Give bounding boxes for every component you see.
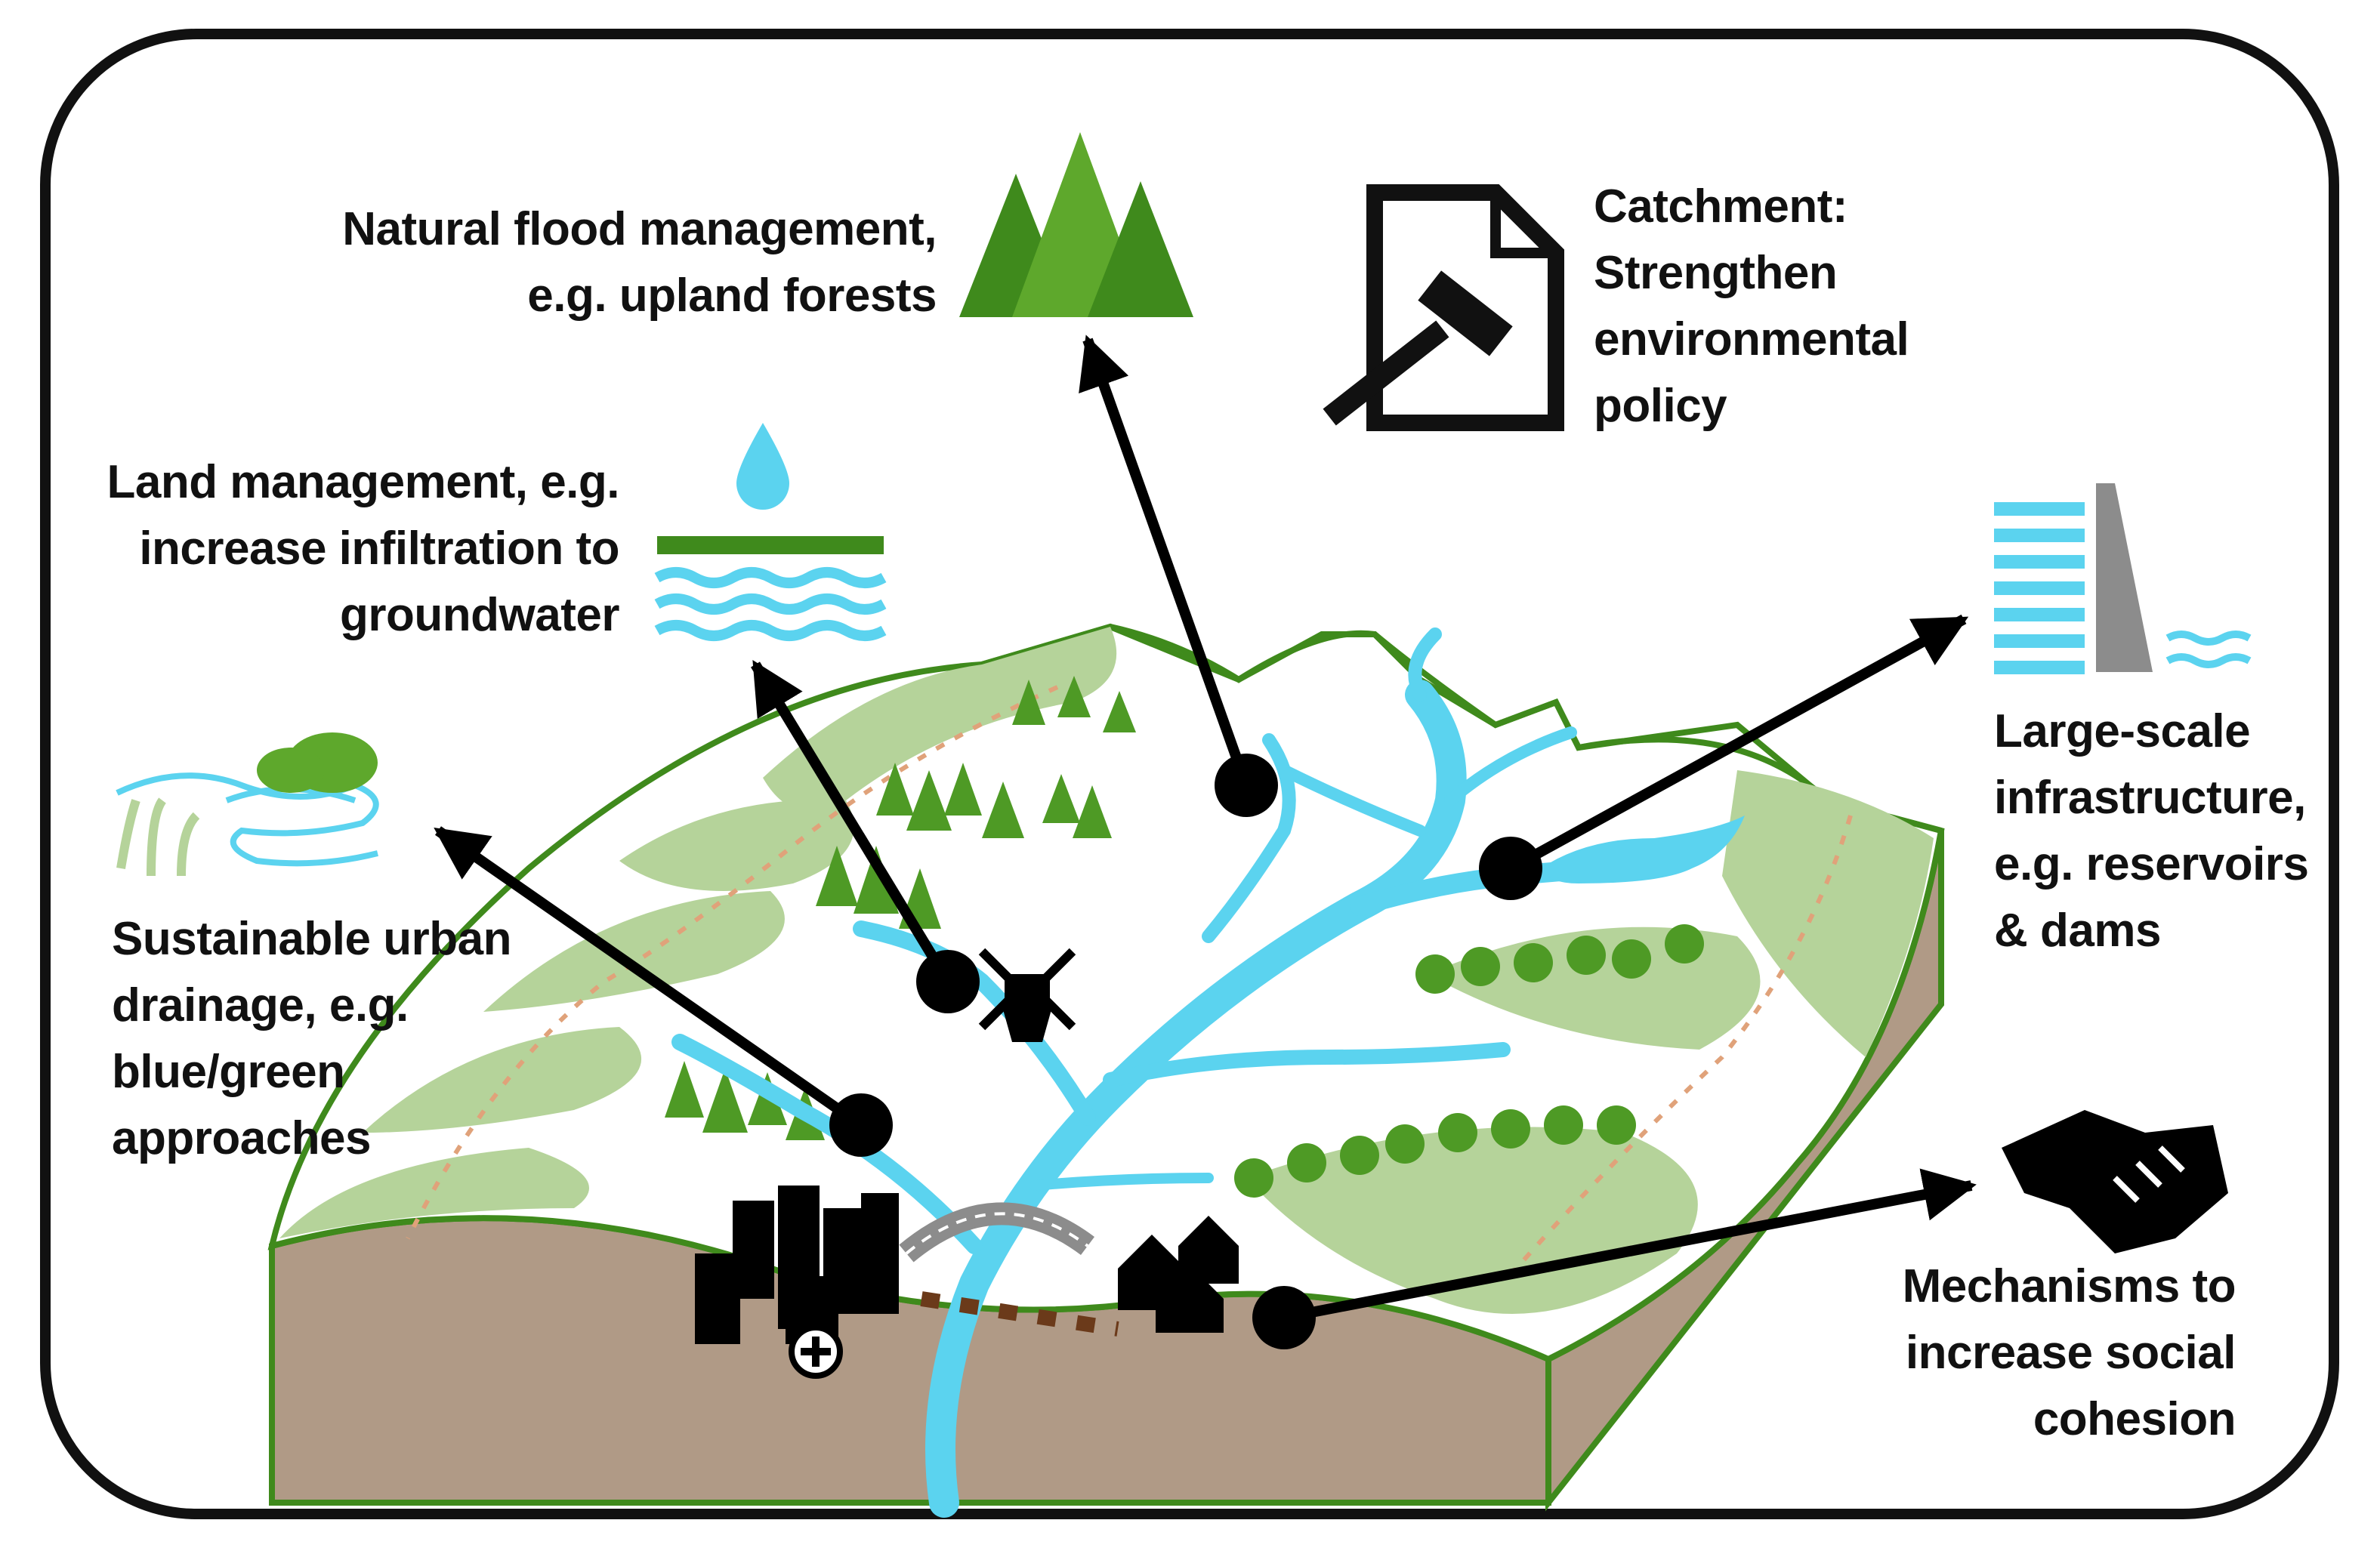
arrow-to-suds <box>434 826 865 1130</box>
arrow-to-dam <box>1508 614 1969 874</box>
catchment-landscape <box>267 623 1945 1518</box>
handshake-icon <box>2002 1110 2228 1253</box>
dot-land-management <box>916 950 980 1013</box>
water-drop-icon <box>736 423 789 510</box>
slope-band-right-1 <box>1722 770 1934 1057</box>
arrow-to-forest <box>1079 335 1252 788</box>
slope-band-upper <box>763 627 1117 812</box>
label-large-scale: Large-scale infrastructure, e.g. reservo… <box>1994 705 2309 957</box>
slope-band-1 <box>619 800 854 891</box>
dot-handshake <box>1252 1286 1316 1349</box>
reservoir-lake <box>1541 816 1745 883</box>
slope-trees <box>665 676 1704 1198</box>
connector-arrows <box>434 335 1977 1323</box>
arrow-to-land-management <box>751 660 952 985</box>
forest-icon <box>959 132 1193 317</box>
footpath-left <box>406 685 1059 1240</box>
dot-dam <box>1479 837 1542 900</box>
river-network <box>671 627 1634 1518</box>
dam-icon <box>2096 483 2252 672</box>
arrow-to-handshake <box>1283 1168 1977 1323</box>
slope-band-4 <box>279 1148 589 1238</box>
infiltration-icon <box>654 536 887 641</box>
dot-forest <box>1215 754 1278 817</box>
slope-band-2 <box>483 891 785 1012</box>
gavel-icon <box>1323 270 1513 426</box>
bridge-icon <box>899 1202 1094 1263</box>
hospital-icon <box>789 1324 843 1379</box>
reservoir-icon <box>1994 502 2085 674</box>
footpath-right <box>1501 815 1853 1285</box>
slope-band-3 <box>363 1027 642 1133</box>
connector-dots <box>829 754 1542 1349</box>
label-catchment-policy: Catchment: Strengthen environmental poli… <box>1594 180 1909 432</box>
windmill-icon <box>978 948 1076 1042</box>
wetland-icon <box>116 732 379 877</box>
label-social-cohesion: Mechanisms to increase social cohesion <box>1902 1260 2236 1445</box>
dot-suds <box>829 1093 893 1157</box>
houses-icon <box>1118 1216 1239 1333</box>
label-suds: Sustainable urban drainage, e.g. blue/gr… <box>112 913 511 1164</box>
dirt-track <box>920 1291 1119 1337</box>
label-land-management: Land management, e.g. increase infiltrat… <box>106 456 619 641</box>
label-natural-flood: Natural flood management, e.g. upland fo… <box>342 203 937 322</box>
